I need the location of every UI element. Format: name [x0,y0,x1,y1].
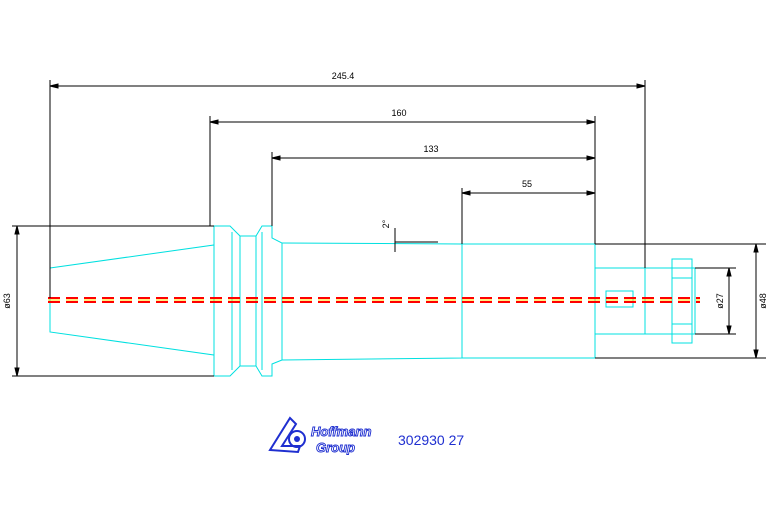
dim-collet-diameter: ø27 [715,293,725,309]
hoffmann-group-logo: Hoffmann Group [268,416,372,455]
dim-neck-length: 55 [522,179,532,189]
logo-text-line1: Hoffmann [311,424,371,439]
dim-taper-diameter: ø63 [2,293,12,309]
dim-body-length: 133 [423,144,438,154]
logo-text-line2: Group [316,440,355,455]
part-number: 302930 27 [398,432,465,448]
nose [594,267,646,335]
dimension-lines [12,80,766,377]
dim-taper-angle: 2° [381,219,391,228]
dim-overall-length: 245.4 [332,71,355,81]
dim-nose-diameter: ø48 [758,293,767,309]
centerline [48,297,700,303]
dim-shank-length: 160 [391,108,406,118]
